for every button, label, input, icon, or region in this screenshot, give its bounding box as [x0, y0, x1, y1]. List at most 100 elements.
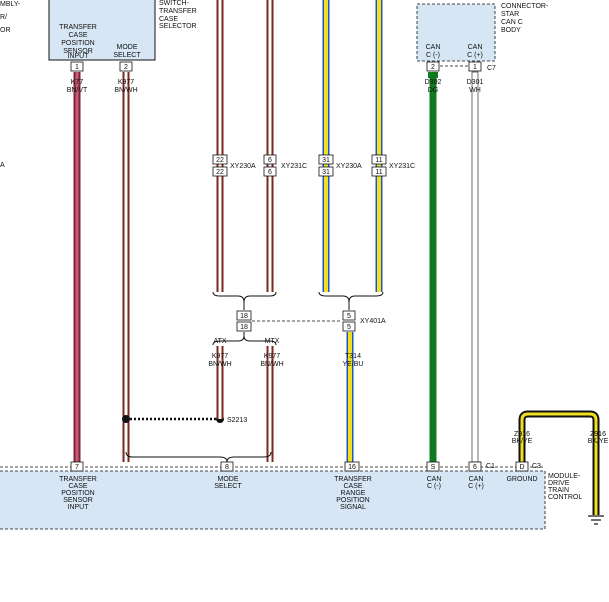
module-pin-label: MODE	[218, 476, 239, 483]
wire-code: D301	[467, 79, 484, 86]
wire-stripe	[324, 0, 328, 292]
connector-pin-number: 31	[322, 157, 330, 164]
wire-d301-wh: D301 WH	[467, 71, 484, 463]
connector-pin-box	[318, 154, 334, 165]
connector-pin-box	[212, 166, 228, 177]
module-pin-label: CAN	[469, 476, 484, 483]
connector-pin-number: 6	[268, 169, 272, 176]
wire-stripe	[124, 72, 128, 462]
wire-code: D302	[425, 79, 442, 86]
connector-id: XY230A	[230, 163, 256, 170]
module-pin-label: POSITION	[61, 490, 94, 497]
module-name: CONTROL	[548, 494, 582, 501]
wire-xy231c-yebu	[375, 0, 383, 292]
wire-z916-ground: Z916 BK/YE Z916 BK/YE	[512, 410, 609, 525]
connector-pin-box	[342, 310, 356, 321]
module-pin-box	[70, 461, 84, 472]
module-name: MODULE-	[548, 473, 581, 480]
wire-color: BN/WH	[260, 361, 283, 368]
switch-name: CASE	[159, 16, 178, 23]
star-name: BODY	[501, 27, 521, 34]
wire-color: YE/BU	[342, 361, 363, 368]
module-name: DRIVE	[548, 480, 570, 487]
clipped-label: R/	[0, 14, 7, 21]
wire-k977-mtx: MTX K977 BN/WH	[260, 338, 284, 462]
connector-pin-number: 5	[347, 324, 351, 331]
connector-pin-number: 22	[216, 157, 224, 164]
module-pin-label: RANGE	[341, 490, 366, 497]
splice-dot	[122, 415, 130, 423]
wire-stripe	[218, 346, 222, 419]
switch-transfer-case-selector: TRANSFER CASE POSITION SENSOR INPUT MODE…	[48, 0, 197, 72]
module-connector-id: C1	[486, 463, 495, 470]
module-pin-number: 6	[473, 464, 477, 471]
splice-label: S2213	[227, 417, 247, 424]
switch-pin-label: POSITION	[61, 40, 94, 47]
star-pin-number: 1	[473, 64, 477, 71]
connector-pin-number: 18	[240, 324, 248, 331]
switch-pin-box	[119, 61, 133, 72]
inline-connector-22: 22 22 XY230A	[212, 154, 256, 177]
star-name: CAN C	[501, 19, 523, 26]
wire-code: Z916	[514, 431, 530, 438]
module-pin-number: 8	[225, 464, 229, 471]
mode-select-merge-brace	[125, 451, 272, 463]
connector-pin-box	[236, 310, 252, 321]
connector-pin-box	[263, 154, 277, 165]
module-pin-number: D	[519, 464, 524, 471]
star-pin-label: CAN	[468, 44, 483, 51]
connector-pin-number: 5	[347, 313, 351, 320]
connector-star-can-c-body: CAN C (-) CAN C (+) CONNECTOR- STAR CAN …	[416, 3, 549, 72]
connector-pin-box	[212, 154, 228, 165]
switch-pin-label: MODE	[117, 44, 138, 51]
switch-pin-label: INPUT	[68, 53, 90, 60]
wire-xy230a-yebu	[322, 0, 330, 292]
switch-pin-box	[70, 61, 84, 72]
clipped-left-labels: MBLY- R/ OR A	[0, 1, 21, 169]
wire-code: K77	[71, 79, 84, 86]
star-pin-box	[468, 61, 482, 72]
module-pin-label: CASE	[343, 483, 362, 490]
clipped-label: OR	[0, 27, 11, 34]
wire-color: BN/VT	[67, 87, 88, 94]
module-connector-id: C3	[532, 463, 541, 470]
module-pin-label: SELECT	[214, 483, 242, 490]
switch-name: SELECTOR	[159, 23, 197, 30]
star-body	[416, 3, 496, 62]
connector-pin-box	[318, 166, 334, 177]
switch-body	[48, 0, 156, 61]
star-pin-label: CAN	[426, 44, 441, 51]
branch-option: ATX	[213, 338, 226, 345]
module-pin-label: SIGNAL	[340, 504, 366, 511]
harness-merge-brace	[318, 291, 384, 303]
module-pin-box	[468, 461, 482, 472]
inline-connector-31: 31 31 XY230A	[318, 154, 362, 177]
wire-stripe	[268, 0, 272, 292]
wire-color: WH	[469, 87, 481, 94]
connector-id: XY230A	[336, 163, 362, 170]
module-pin-number: 16	[348, 464, 356, 471]
connector-pin-number: 11	[375, 157, 382, 164]
wire-segment	[428, 72, 438, 78]
module-drive-train-control: 7 8 16 S 6 C1 D C3 TRANSFER CASE POSITIO…	[0, 461, 582, 530]
wire-code: K977	[264, 353, 280, 360]
star-pin-box	[426, 61, 440, 72]
module-pin-label: GROUND	[506, 476, 537, 483]
star-name: STAR	[501, 11, 519, 18]
module-pin-label: POSITION	[336, 497, 369, 504]
clipped-label: A	[0, 162, 5, 169]
wire-code: T314	[345, 353, 361, 360]
inline-connector-18: 18 18	[236, 310, 252, 332]
connector-pin-box	[263, 166, 277, 177]
wire-stripe	[520, 412, 598, 515]
wire-k77-bnvt: K77 BN/VT	[67, 72, 88, 462]
connector-pin-box	[371, 154, 387, 165]
module-pin-label: INPUT	[68, 504, 90, 511]
wire-t314-yebu: T314 YE/BU	[342, 332, 364, 462]
wire-xy230a-brwh	[216, 0, 224, 292]
wire-stripe	[75, 72, 79, 462]
module-pin-box	[220, 461, 234, 472]
inline-connector-5: 5 5 XY401A	[342, 310, 386, 332]
star-pin-number: 2	[431, 64, 435, 71]
